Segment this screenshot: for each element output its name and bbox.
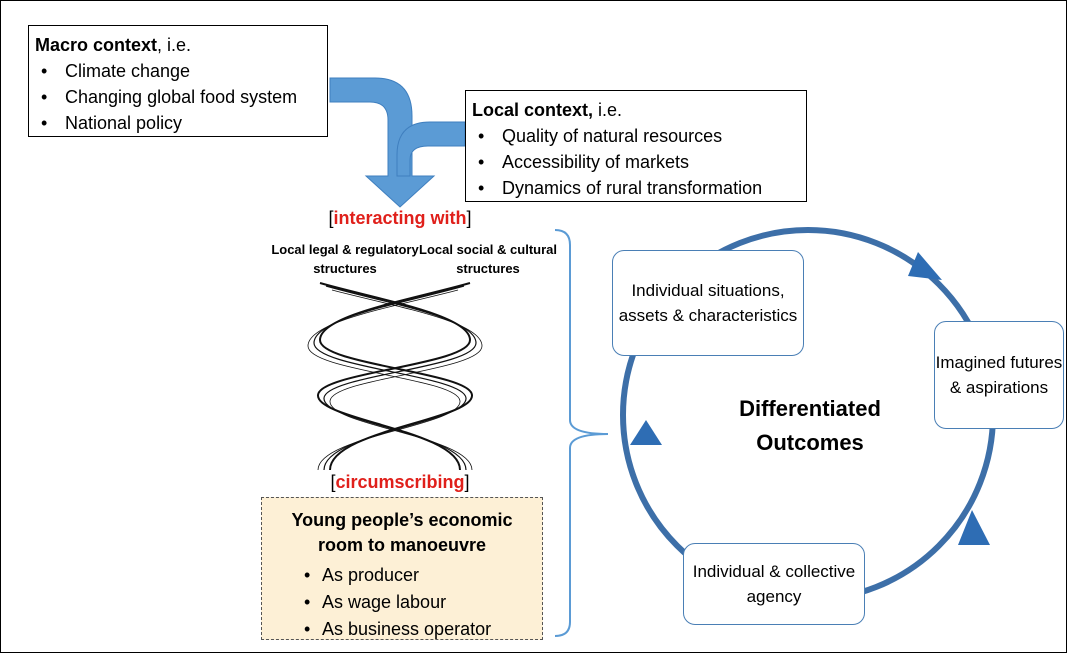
macro-context-box: Macro context, i.e. Climate change Chang… bbox=[28, 25, 328, 137]
cycle-box-situations: Individual situations, assets & characte… bbox=[612, 250, 804, 356]
list-item: Accessibility of markets bbox=[472, 149, 806, 175]
interacting-label: [interacting with] bbox=[328, 208, 472, 228]
list-item: Changing global food system bbox=[35, 84, 327, 110]
dna-helix-icon bbox=[307, 282, 483, 471]
list-item: National policy bbox=[35, 110, 327, 136]
differentiated-outcomes-title: Differentiated Outcomes bbox=[739, 396, 881, 455]
local-arrow bbox=[396, 121, 466, 177]
list-item: As wage labour bbox=[262, 589, 542, 616]
list-item: As business operator bbox=[262, 616, 542, 643]
young-people-title: Young people’s economic room to manoeuvr… bbox=[291, 510, 513, 555]
list-item: Quality of natural resources bbox=[472, 123, 806, 149]
local-context-box: Local context, i.e. Quality of natural r… bbox=[465, 90, 807, 202]
social-structures-label: Local social & cultural structures bbox=[419, 242, 557, 276]
circumscribing-label: [circumscribing] bbox=[330, 472, 470, 492]
list-item: Dynamics of rural transformation bbox=[472, 175, 806, 201]
macro-list: Climate change Changing global food syst… bbox=[35, 58, 327, 136]
young-people-box: Young people’s economic room to manoeuvr… bbox=[261, 497, 543, 643]
young-people-list: As producer As wage labour As business o… bbox=[262, 562, 542, 643]
local-heading: Local context, i.e. bbox=[472, 100, 623, 120]
right-bracket bbox=[554, 229, 609, 637]
cycle-arrow-left bbox=[630, 420, 662, 445]
cycle-box-futures: Imagined futures & aspirations bbox=[934, 321, 1064, 429]
legal-structures-label: Local legal & regulatory structures bbox=[271, 242, 419, 276]
list-item: As producer bbox=[262, 562, 542, 589]
list-item: Climate change bbox=[35, 58, 327, 84]
macro-heading: Macro context, i.e. bbox=[35, 35, 192, 55]
local-list: Quality of natural resources Accessibili… bbox=[472, 123, 806, 201]
cycle-arrow-right bbox=[958, 510, 990, 545]
cycle-arrow-top bbox=[908, 252, 942, 280]
cycle-box-agency: Individual & collective agency bbox=[683, 543, 865, 625]
